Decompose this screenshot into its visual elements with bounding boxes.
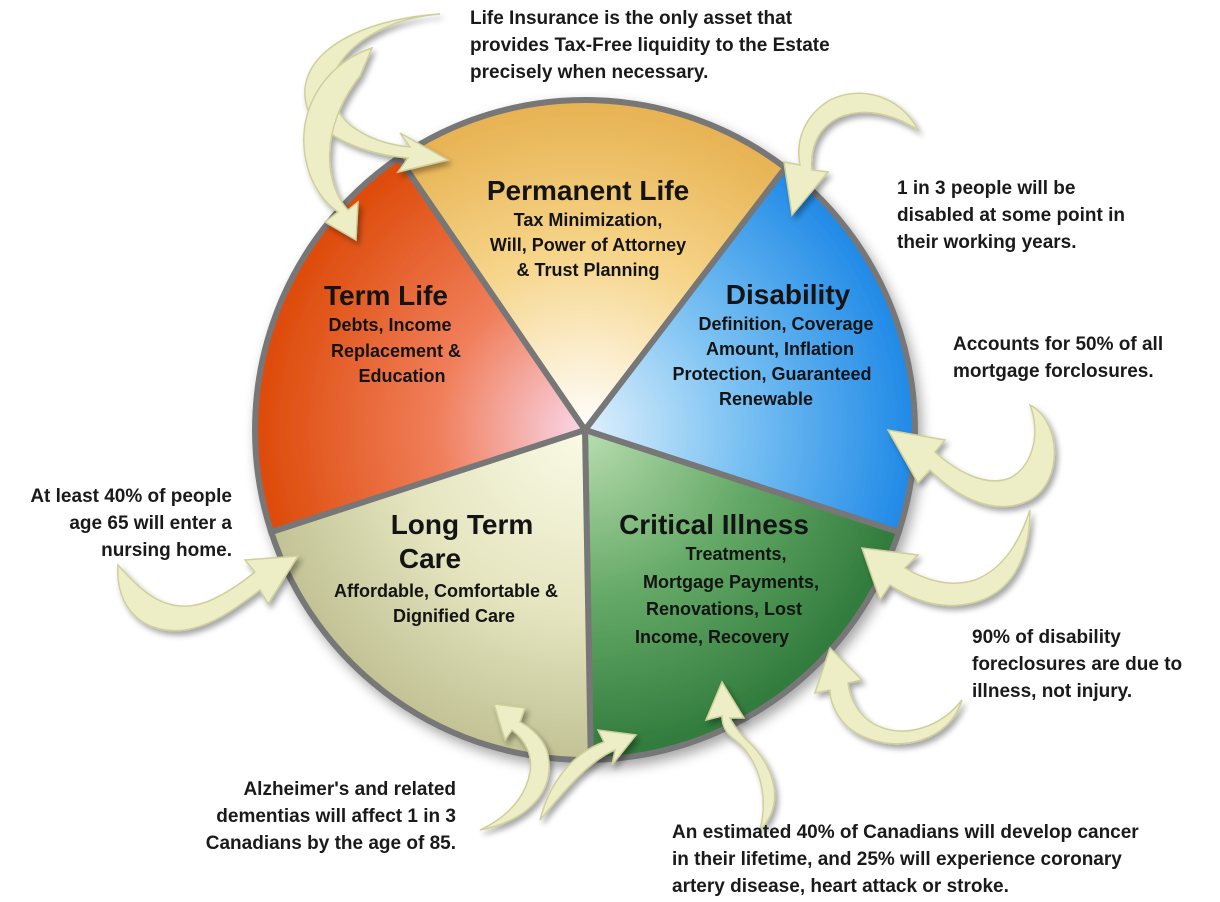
note-disabled: 1 in 3 people will be disabled at some p… [897,178,1126,253]
wheel [252,97,918,763]
term-life-line-3: Education [358,366,445,386]
arrow-alzheimers-right-icon [539,729,638,821]
arrow-nursing-icon [117,555,300,632]
permanent-life-line-1: Tax Minimization, [514,210,663,230]
term-life-title: Term Life [324,280,448,311]
segment-disability[interactable] [580,163,918,536]
critical-illness-title: Critical Illness [619,509,809,540]
long-term-care-title-1: Long Term [391,509,534,540]
term-life-line-2: Replacement & [331,341,461,361]
arrow-disability-icon [783,92,920,217]
arrow-mortgage-icon [886,403,1056,508]
permanent-life-title: Permanent Life [487,175,689,206]
disability-line-1: Definition, Coverage [698,314,873,334]
arrow-illness-icon [860,509,1031,607]
disability-line-3: Protection, Guaranteed [672,364,871,384]
critical-illness-line-3: Renovations, Lost [646,599,802,619]
arrow-term-icon [303,46,374,242]
disability-line-4: Renewable [719,389,813,409]
segment-labels: Permanent Life Tax Minimization, Will, P… [324,175,873,647]
note-alzheimers: Alzheimer's and related dementias will a… [205,779,456,854]
long-term-care-line-1: Affordable, Comfortable & [334,581,558,601]
critical-illness-line-2: Mortgage Payments, [643,572,819,592]
disability-line-2: Amount, Inflation [706,339,854,359]
long-term-care-line-2: Dignified Care [393,606,515,626]
arrow-alzheimers-left-icon [479,703,550,831]
long-term-care-title-2: Care [399,543,461,574]
segment-permanent-life[interactable] [394,97,790,436]
arrow-cancer-icon [704,680,776,833]
critical-illness-line-1: Treatments, [685,544,786,564]
note-nursing: At least 40% of people age 65 will enter… [30,486,232,561]
note-illness: 90% of disability foreclosures are due t… [972,627,1183,702]
segment-term-life[interactable] [252,153,590,536]
note-life-insurance: Life Insurance is the only asset that pr… [470,8,830,83]
disability-title: Disability [726,279,851,310]
permanent-life-line-2: Will, Power of Attorney [490,235,686,255]
critical-illness-line-4: Income, Recovery [635,627,789,647]
term-life-line-1: Debts, Income [328,315,451,335]
permanent-life-line-3: & Trust Planning [516,260,659,280]
note-mortgage: Accounts for 50% of all mortgage forclos… [953,334,1164,382]
arrow-cancer-side-icon [813,646,963,745]
note-cancer: An estimated 40% of Canadians will devel… [672,822,1139,897]
